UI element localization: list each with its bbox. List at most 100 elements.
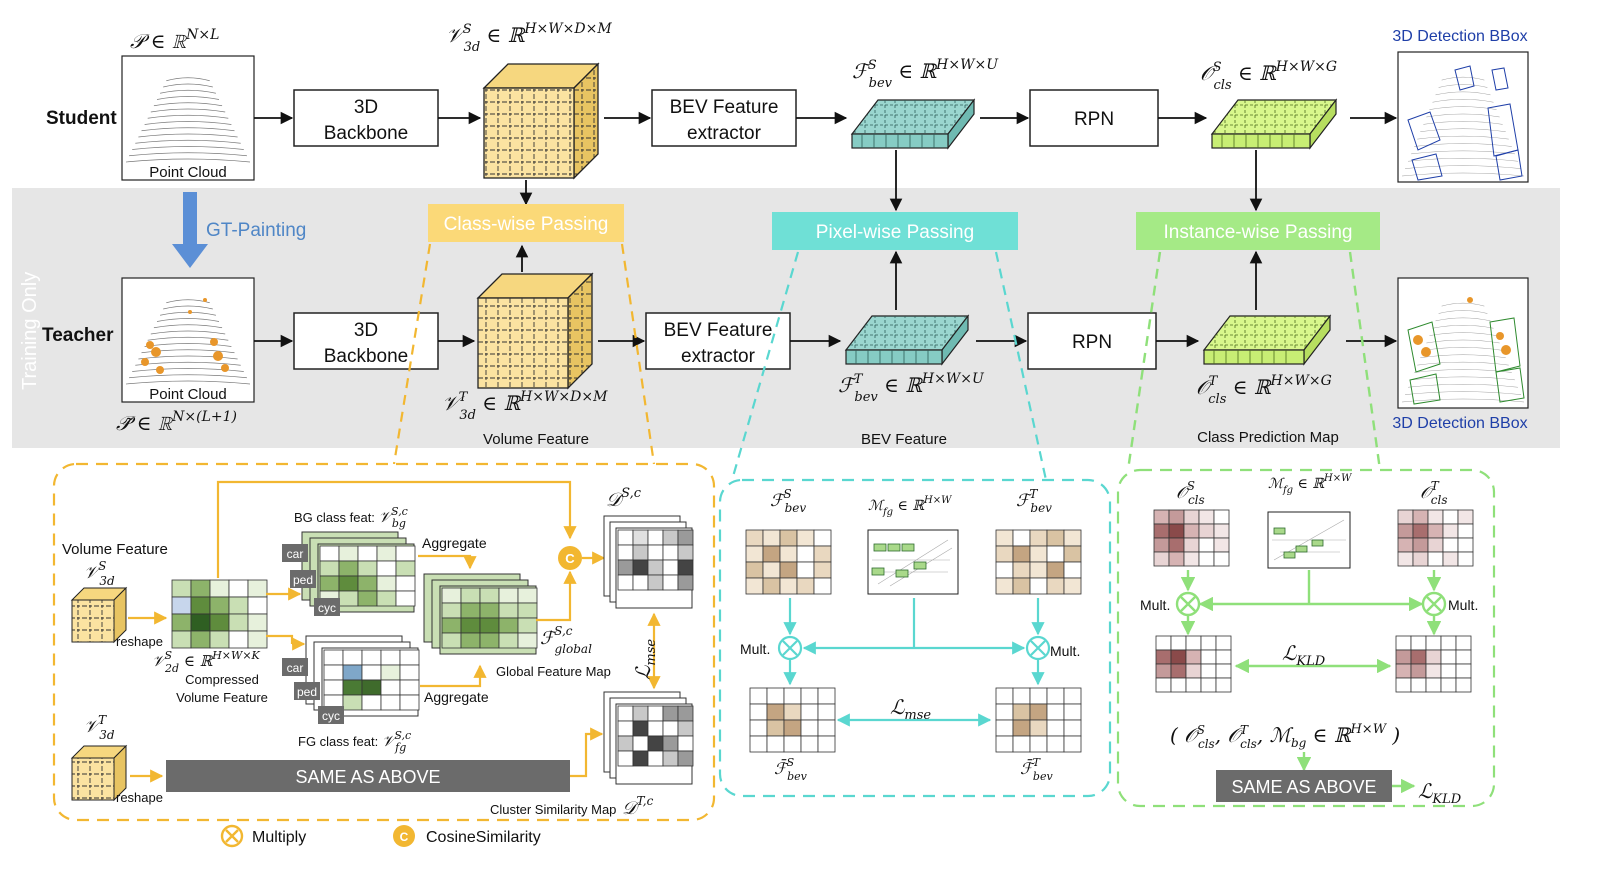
grid-cell [1198, 551, 1215, 567]
grid-cell [209, 579, 230, 598]
scan-line [1429, 106, 1497, 110]
scan-line [132, 146, 244, 150]
student-label: Student [46, 108, 117, 129]
grid-cell [190, 613, 211, 632]
ip-cls-s-grid [1153, 509, 1230, 567]
grid-cell [338, 560, 359, 577]
grid-cell [441, 602, 462, 619]
grid-cell [479, 602, 500, 619]
grid-cell [380, 649, 401, 666]
grid-cell [1153, 523, 1170, 539]
scan-line [1438, 84, 1488, 88]
grid-cell [766, 735, 785, 753]
grid-cell [662, 544, 679, 561]
grid-cell [796, 577, 815, 595]
grid-cell [228, 596, 249, 615]
grid-cell [323, 679, 344, 696]
grid-cell [460, 617, 481, 634]
grid-cell [1170, 663, 1187, 679]
grid-cell [632, 705, 649, 722]
scan-line [1401, 398, 1525, 403]
grid-cell [677, 705, 694, 722]
cp-cluster-similarity-label: Cluster Similarity Map 𝒟T,c [490, 794, 654, 819]
grid-cell [617, 529, 634, 546]
grid-cell [1155, 649, 1172, 665]
svg-text:BEV Feature: BEV Feature [664, 320, 773, 341]
grid-cell [745, 561, 764, 579]
cp-cosine-symbol: C [558, 546, 582, 570]
grid-cell [1183, 509, 1200, 525]
scan-line [125, 380, 251, 385]
pp-mult-left [777, 635, 803, 661]
grid-cell [361, 679, 382, 696]
svg-text:cyc: cyc [318, 601, 336, 615]
grid-cell [1198, 509, 1215, 525]
grid-cell [357, 590, 378, 607]
grid-cell [209, 596, 230, 615]
grid-cell [995, 545, 1014, 563]
svg-text:Backbone: Backbone [324, 346, 409, 367]
scan-line [150, 330, 226, 335]
grid-cell [617, 559, 634, 576]
grid-cell [319, 575, 340, 592]
scan-line [156, 96, 220, 100]
cp-global-stack [423, 573, 538, 655]
scan-line [138, 355, 238, 360]
pixel-wise-passing-box: Pixel-wise Passing [772, 212, 1018, 250]
teacher-label: Teacher [42, 325, 114, 346]
cp-compressed-label-2: Volume Feature [176, 690, 268, 705]
grid-cell [395, 560, 416, 577]
grid-cell [1168, 509, 1185, 525]
grid-cell [677, 750, 694, 767]
pp-l-mse: ℒmse [890, 695, 931, 723]
p-student-math: 𝒫 ∈ ℝN×L [130, 27, 219, 53]
grid-cell [357, 575, 378, 592]
grid-cell [1198, 537, 1215, 553]
grid-cell [1012, 561, 1031, 579]
grid-cell [1427, 523, 1444, 539]
grid-cell [813, 545, 832, 563]
student-cls-slab [1210, 98, 1338, 150]
svg-text:C: C [565, 551, 575, 566]
grid-cell [1410, 635, 1427, 651]
scan-line [129, 152, 247, 157]
grid-cell [647, 574, 664, 591]
svg-text:SAME AS ABOVE: SAME AS ABOVE [1231, 777, 1376, 797]
grid-cell [617, 544, 634, 561]
svg-text:cyc: cyc [322, 709, 340, 723]
scan-line [1408, 383, 1518, 388]
instance-wise-passing-box: Instance-wise Passing [1136, 212, 1380, 250]
ip-mult-left [1175, 591, 1201, 617]
grid-cell [632, 544, 649, 561]
scan-line [138, 133, 238, 138]
grid-cell [1155, 677, 1172, 693]
grid-cell [479, 617, 500, 634]
grid-cell [1183, 523, 1200, 539]
scan-line [1405, 391, 1521, 395]
pixel-wise-panel [718, 478, 1112, 798]
grid-cell [779, 577, 798, 595]
grid-cell [1155, 635, 1172, 651]
grid-cell [632, 559, 649, 576]
grid-cell [779, 529, 798, 547]
scan-line [1423, 347, 1503, 351]
scan-line [163, 305, 213, 310]
grid-cell [779, 545, 798, 563]
grid-cell [1155, 663, 1172, 679]
grid-cell [1455, 635, 1472, 651]
grid-cell [1012, 577, 1031, 595]
grid-cell [1442, 509, 1459, 525]
class-wise-panel [52, 462, 716, 822]
cp-fg-stack [305, 635, 420, 717]
ip-mult-right [1421, 591, 1447, 617]
grid-cell [1170, 635, 1187, 651]
scan-line [129, 374, 247, 379]
grid-cell [1063, 529, 1082, 547]
grid-cell [1215, 649, 1232, 665]
grid-cell [800, 703, 819, 721]
